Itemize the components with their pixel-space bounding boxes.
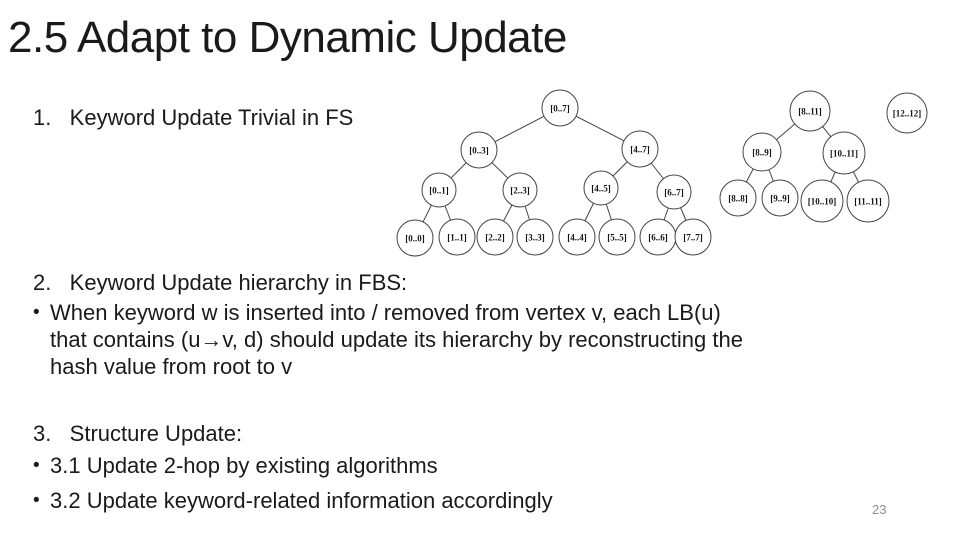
bullet-line: When keyword w is inserted into / remove… bbox=[50, 300, 721, 325]
tree-node-circle bbox=[598, 218, 636, 256]
slide-title: 2.5 Adapt to Dynamic Update bbox=[8, 13, 567, 62]
bullet-marker: • bbox=[33, 490, 40, 511]
tree-node-circle bbox=[761, 179, 799, 217]
tree-node-circle bbox=[846, 179, 890, 223]
tree-node-label: [12..12] bbox=[893, 109, 922, 119]
tree-node-label: [8..9] bbox=[752, 148, 772, 158]
section-1-heading: 1. Keyword Update Trivial in FS bbox=[33, 105, 354, 130]
tree-node-circle bbox=[516, 218, 554, 256]
tree-node-label: [0..1] bbox=[429, 186, 449, 196]
tree-node-label: [2..3] bbox=[510, 186, 530, 196]
tree-node-circle bbox=[421, 172, 457, 208]
tree-node-label: [4..7] bbox=[630, 145, 650, 155]
tree-node-circle bbox=[502, 172, 538, 208]
tree-node-label: [11..11] bbox=[854, 197, 882, 207]
tree-node-circle bbox=[541, 89, 579, 127]
tree-node-label: [0..0] bbox=[405, 234, 425, 244]
section-2-bullet-item: • When keyword w is inserted into / remo… bbox=[33, 299, 743, 380]
tree-node-circle bbox=[789, 90, 831, 132]
section-2-heading: 2. Keyword Update hierarchy in FBS: bbox=[33, 270, 408, 295]
tree-node-circle bbox=[656, 174, 692, 210]
section-3-bullet-item-2: • 3.2 Update keyword-related information… bbox=[33, 487, 553, 514]
tree-node-label: [0..7] bbox=[550, 104, 570, 114]
tree-node-circle bbox=[583, 170, 619, 206]
tree-node-label: [0..3] bbox=[469, 146, 489, 156]
section-3-bullet-item-1: • 3.1 Update 2-hop by existing algorithm… bbox=[33, 452, 438, 479]
tree-node-label: [10..10] bbox=[808, 197, 837, 207]
tree-node-label: [10..11] bbox=[830, 149, 858, 159]
tree-node-label: [3..3] bbox=[525, 233, 545, 243]
bullet-line: that contains (u→v, d) should update its… bbox=[50, 327, 743, 352]
tree-node-circle bbox=[719, 179, 757, 217]
bullet-marker: • bbox=[33, 302, 40, 323]
tree-node-label: [7..7] bbox=[683, 233, 703, 243]
bullet-text: When keyword w is inserted into / remove… bbox=[50, 299, 743, 380]
tree-node-circle bbox=[674, 218, 712, 256]
tree-node-label: [4..4] bbox=[567, 233, 587, 243]
tree-node-circle bbox=[476, 218, 514, 256]
tree-node-circle bbox=[621, 130, 659, 168]
tree-node-label: [6..7] bbox=[664, 188, 684, 198]
tree-node-circle bbox=[558, 218, 596, 256]
tree-node-label: [4..5] bbox=[591, 184, 611, 194]
tree-node-label: [9..9] bbox=[770, 194, 790, 204]
tree-node-label: [6..6] bbox=[648, 233, 668, 243]
bullet-text: 3.2 Update keyword-related information a… bbox=[50, 487, 553, 514]
tree-node-circle bbox=[396, 219, 434, 257]
tree-node-circle bbox=[742, 132, 782, 172]
tree-node-circle bbox=[886, 92, 928, 134]
tree-node-label: [2..2] bbox=[485, 233, 505, 243]
bullet-line: hash value from root to v bbox=[50, 354, 293, 379]
tree-node-label: [8..8] bbox=[728, 194, 748, 204]
tree-node-label: [5..5] bbox=[607, 233, 627, 243]
page-number: 23 bbox=[872, 502, 887, 517]
bullet-text: 3.1 Update 2-hop by existing algorithms bbox=[50, 452, 438, 479]
tree-node-circle bbox=[438, 218, 476, 256]
tree-node-circle bbox=[460, 131, 498, 169]
tree-node-circle bbox=[800, 179, 844, 223]
tree-node-circle bbox=[822, 131, 866, 175]
bullet-line: 3.2 Update keyword-related information a… bbox=[50, 488, 553, 513]
bullet-marker: • bbox=[33, 455, 40, 476]
bullet-line: 3.1 Update 2-hop by existing algorithms bbox=[50, 453, 438, 478]
tree-node-label: [1..1] bbox=[447, 233, 467, 243]
tree-node-label: [8..11] bbox=[798, 107, 822, 117]
section-3-heading: 3. Structure Update: bbox=[33, 421, 243, 446]
